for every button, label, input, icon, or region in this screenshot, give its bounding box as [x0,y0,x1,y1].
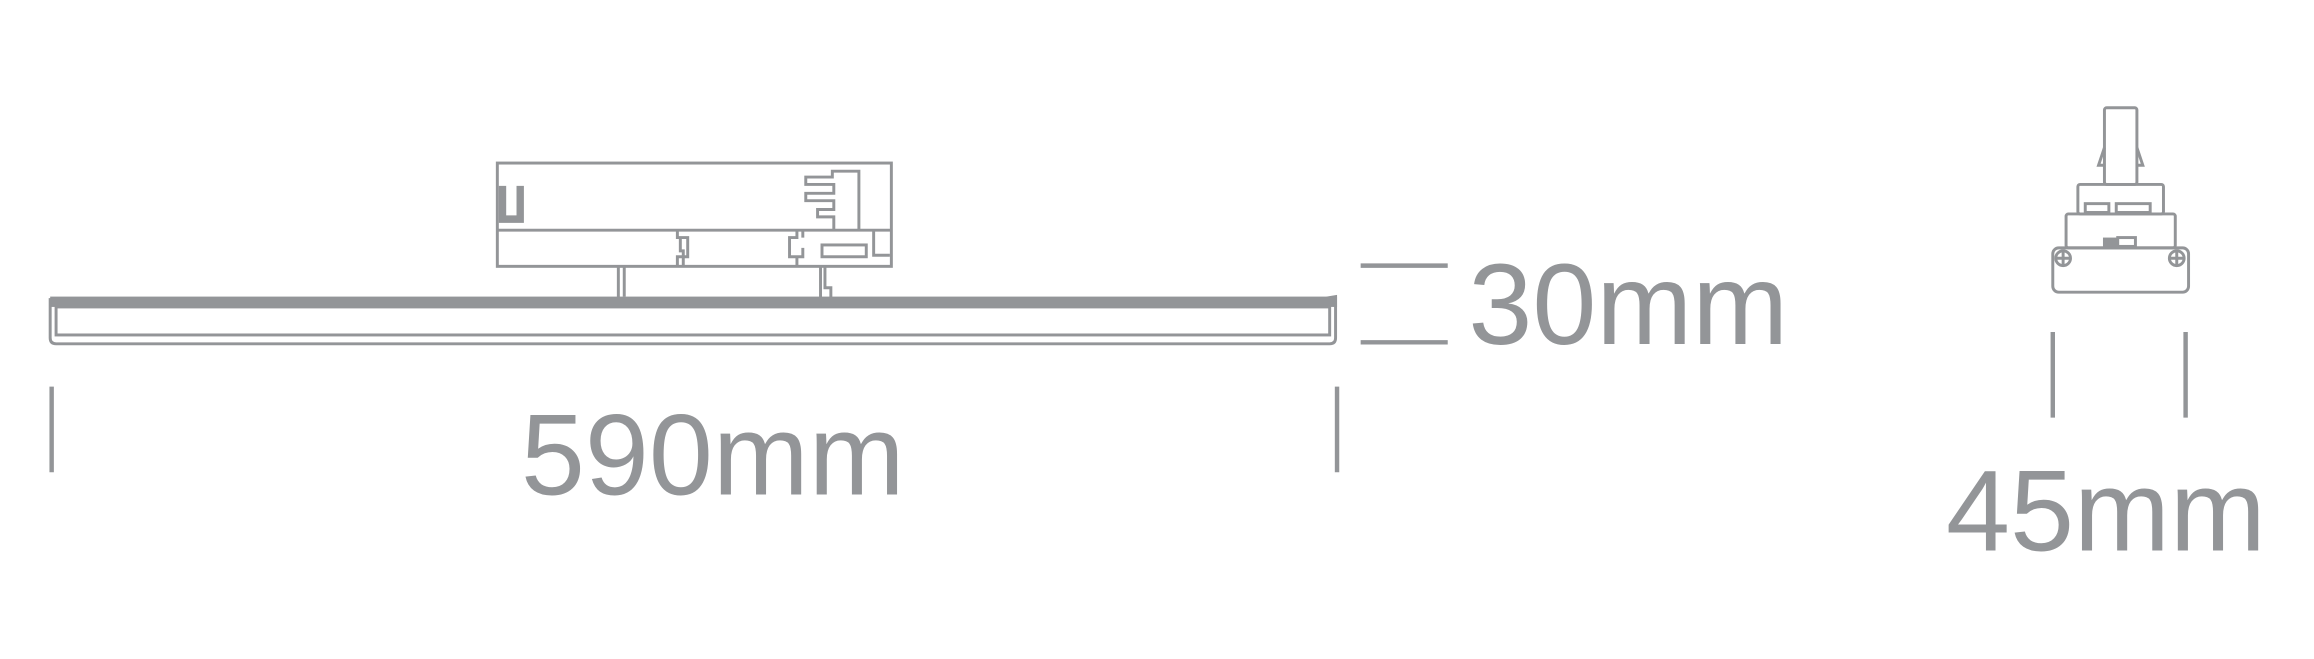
width-dimension: 45mm [1946,332,2266,575]
luminaire-end-view [2051,106,2191,294]
height-label: 30mm [1468,241,1788,369]
length-label: 590mm [521,391,905,519]
height-dimension: 30mm [1360,241,1788,369]
screw-icon [2167,249,2186,268]
track-adapter-side-view [495,161,893,300]
length-dimension: 590mm [49,386,1340,519]
screw-icon [2054,249,2072,268]
width-label: 45mm [1946,447,2266,575]
luminaire-side-view [48,294,1338,346]
